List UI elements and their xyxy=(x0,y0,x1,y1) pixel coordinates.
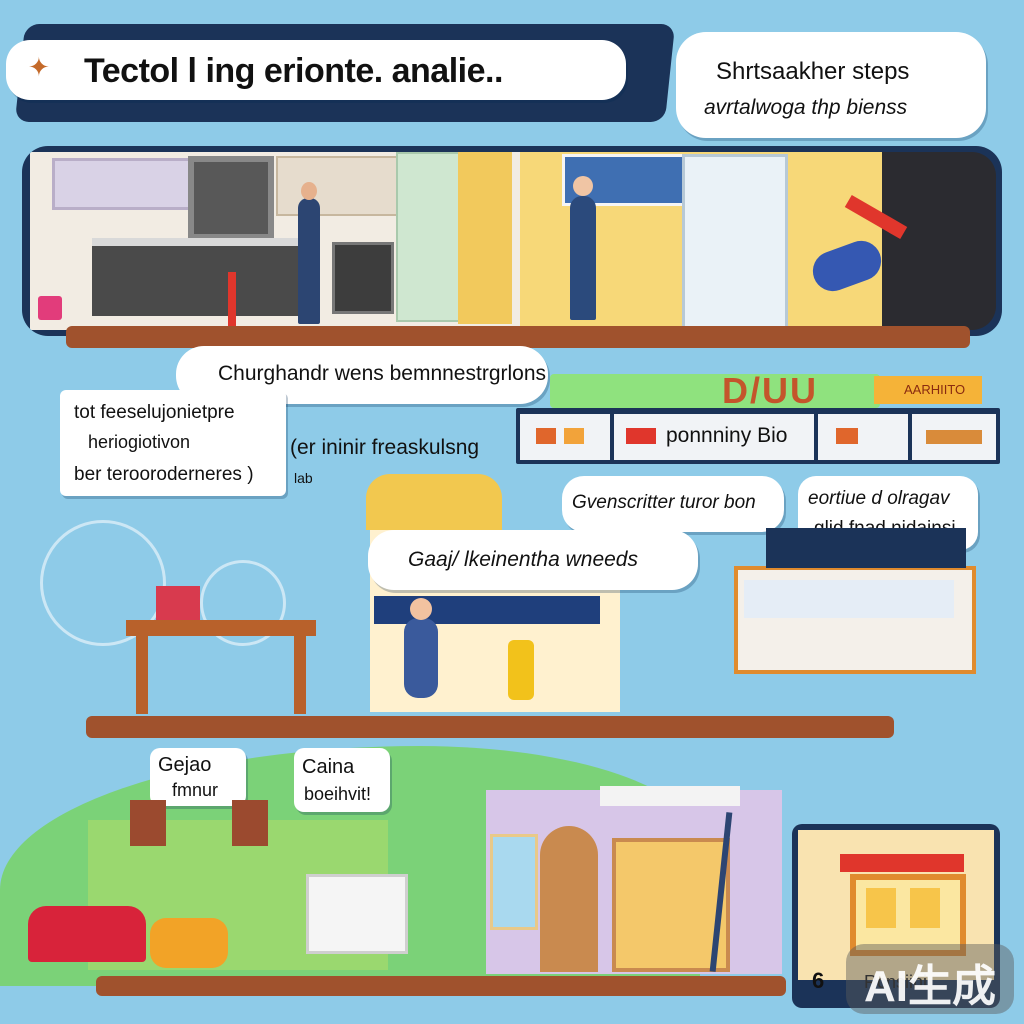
note-line: avrtalwoga thp bienss xyxy=(704,96,908,119)
counter xyxy=(92,238,304,316)
plant-pot xyxy=(38,296,62,320)
cabinet-brown xyxy=(232,800,268,846)
note-line: Caina xyxy=(302,756,355,778)
note-line: eortiue d olragav xyxy=(808,488,950,509)
top-shelf xyxy=(66,326,970,348)
bottom-mid-note: Caina boeihvit! xyxy=(294,748,390,812)
note-line: Shrtsaakher steps xyxy=(716,58,910,85)
shop-frame: 6 Rcnsiini xyxy=(792,824,1000,1008)
shop-window-pane xyxy=(866,888,896,928)
sofa xyxy=(28,906,146,962)
inner-caption: Gaaj/ lkeinentha wneeds xyxy=(368,530,698,590)
store-roof xyxy=(600,786,740,806)
watermark: AI生成 xyxy=(864,962,996,1011)
strip-cell xyxy=(818,414,908,460)
note-line: boeihvit! xyxy=(304,784,372,804)
yellow-column xyxy=(458,152,512,324)
gear-icon xyxy=(200,560,286,646)
worker-head xyxy=(410,598,432,620)
item-box xyxy=(564,428,584,444)
strip-tag-text: AARHIITO xyxy=(904,382,966,397)
shelf-unit xyxy=(276,156,400,216)
note-line: fmnur xyxy=(172,780,219,800)
person-silhouette xyxy=(298,198,320,324)
pink-shelf xyxy=(366,474,502,530)
left-note: tot feeselujonietpre heriogiotivon ber t… xyxy=(60,390,286,496)
glyph-strip xyxy=(550,374,880,408)
store-window xyxy=(612,838,730,972)
navy-board xyxy=(766,528,966,568)
cabinet xyxy=(52,158,198,210)
person-head xyxy=(301,182,317,200)
bottom-right-number: 6 xyxy=(812,968,825,993)
item-box xyxy=(836,428,858,444)
caption-text: Gaaj/ lkeinentha wneeds xyxy=(408,548,638,571)
person-blue xyxy=(570,196,596,320)
stool xyxy=(228,272,236,326)
page-title: Tectol l ing erionte. analie.. xyxy=(84,52,503,90)
worker-figure xyxy=(404,618,438,698)
item-box xyxy=(926,430,982,444)
middle-shelf xyxy=(86,716,894,738)
note-line: Gejao xyxy=(158,754,212,776)
bottom-shelf xyxy=(96,976,786,996)
note-line: ber terooroderneres ) xyxy=(74,464,254,485)
table-leg xyxy=(294,636,306,714)
armchair xyxy=(150,918,228,968)
shop-window-pane xyxy=(910,888,940,928)
item-box xyxy=(626,428,656,444)
cabinet-brown xyxy=(130,800,166,846)
oven xyxy=(332,242,394,314)
strip-label: ponnniny Bio xyxy=(666,424,788,447)
title-banner: ✦ Tectol l ing erionte. analie.. xyxy=(6,40,626,100)
watermark-badge xyxy=(846,944,1014,1014)
counter-shelf xyxy=(744,580,954,618)
gear-icon xyxy=(40,520,166,646)
arched-door xyxy=(540,826,598,972)
strip-glyphs: D/UU xyxy=(722,370,818,411)
strip-tag: AARHIITO xyxy=(874,376,982,404)
workshop-window xyxy=(374,596,600,624)
note-line: tot feeselujonietpre xyxy=(74,402,235,423)
top-right-note: Shrtsaakher steps avrtalwoga thp bienss xyxy=(676,32,986,138)
bottom-right-label: Rcnsiini xyxy=(864,972,928,992)
center-label: (er ininir freaskulsng xyxy=(290,436,480,459)
table-top xyxy=(126,620,316,636)
shop-awning xyxy=(840,854,964,872)
note-line: heriogiotivon xyxy=(88,432,191,452)
table-leg xyxy=(136,636,148,714)
top-scene-frame xyxy=(22,146,1002,336)
caption-text: Churghandr wens bemnnestrgrlons xyxy=(218,362,547,385)
red-box xyxy=(156,586,200,620)
bottom-left-note: Gejao fmnur xyxy=(150,748,246,806)
note-line: Gvenscritter turor bon xyxy=(572,492,756,513)
white-board xyxy=(306,874,408,954)
item-box xyxy=(536,428,556,444)
dark-cave xyxy=(882,152,996,330)
person-blue-head xyxy=(573,176,593,196)
blue-window xyxy=(490,834,538,930)
flame-icon: ✦ xyxy=(28,52,50,82)
center-label-sub: lab xyxy=(294,470,313,486)
cabinet-green xyxy=(396,152,462,322)
product-strip: ponnniny Bio xyxy=(516,408,1000,464)
right-note-a: Gvenscritter turor bon xyxy=(562,476,784,532)
shelf-rack xyxy=(682,154,788,330)
yellow-machine xyxy=(508,640,534,700)
microwave xyxy=(188,156,274,240)
